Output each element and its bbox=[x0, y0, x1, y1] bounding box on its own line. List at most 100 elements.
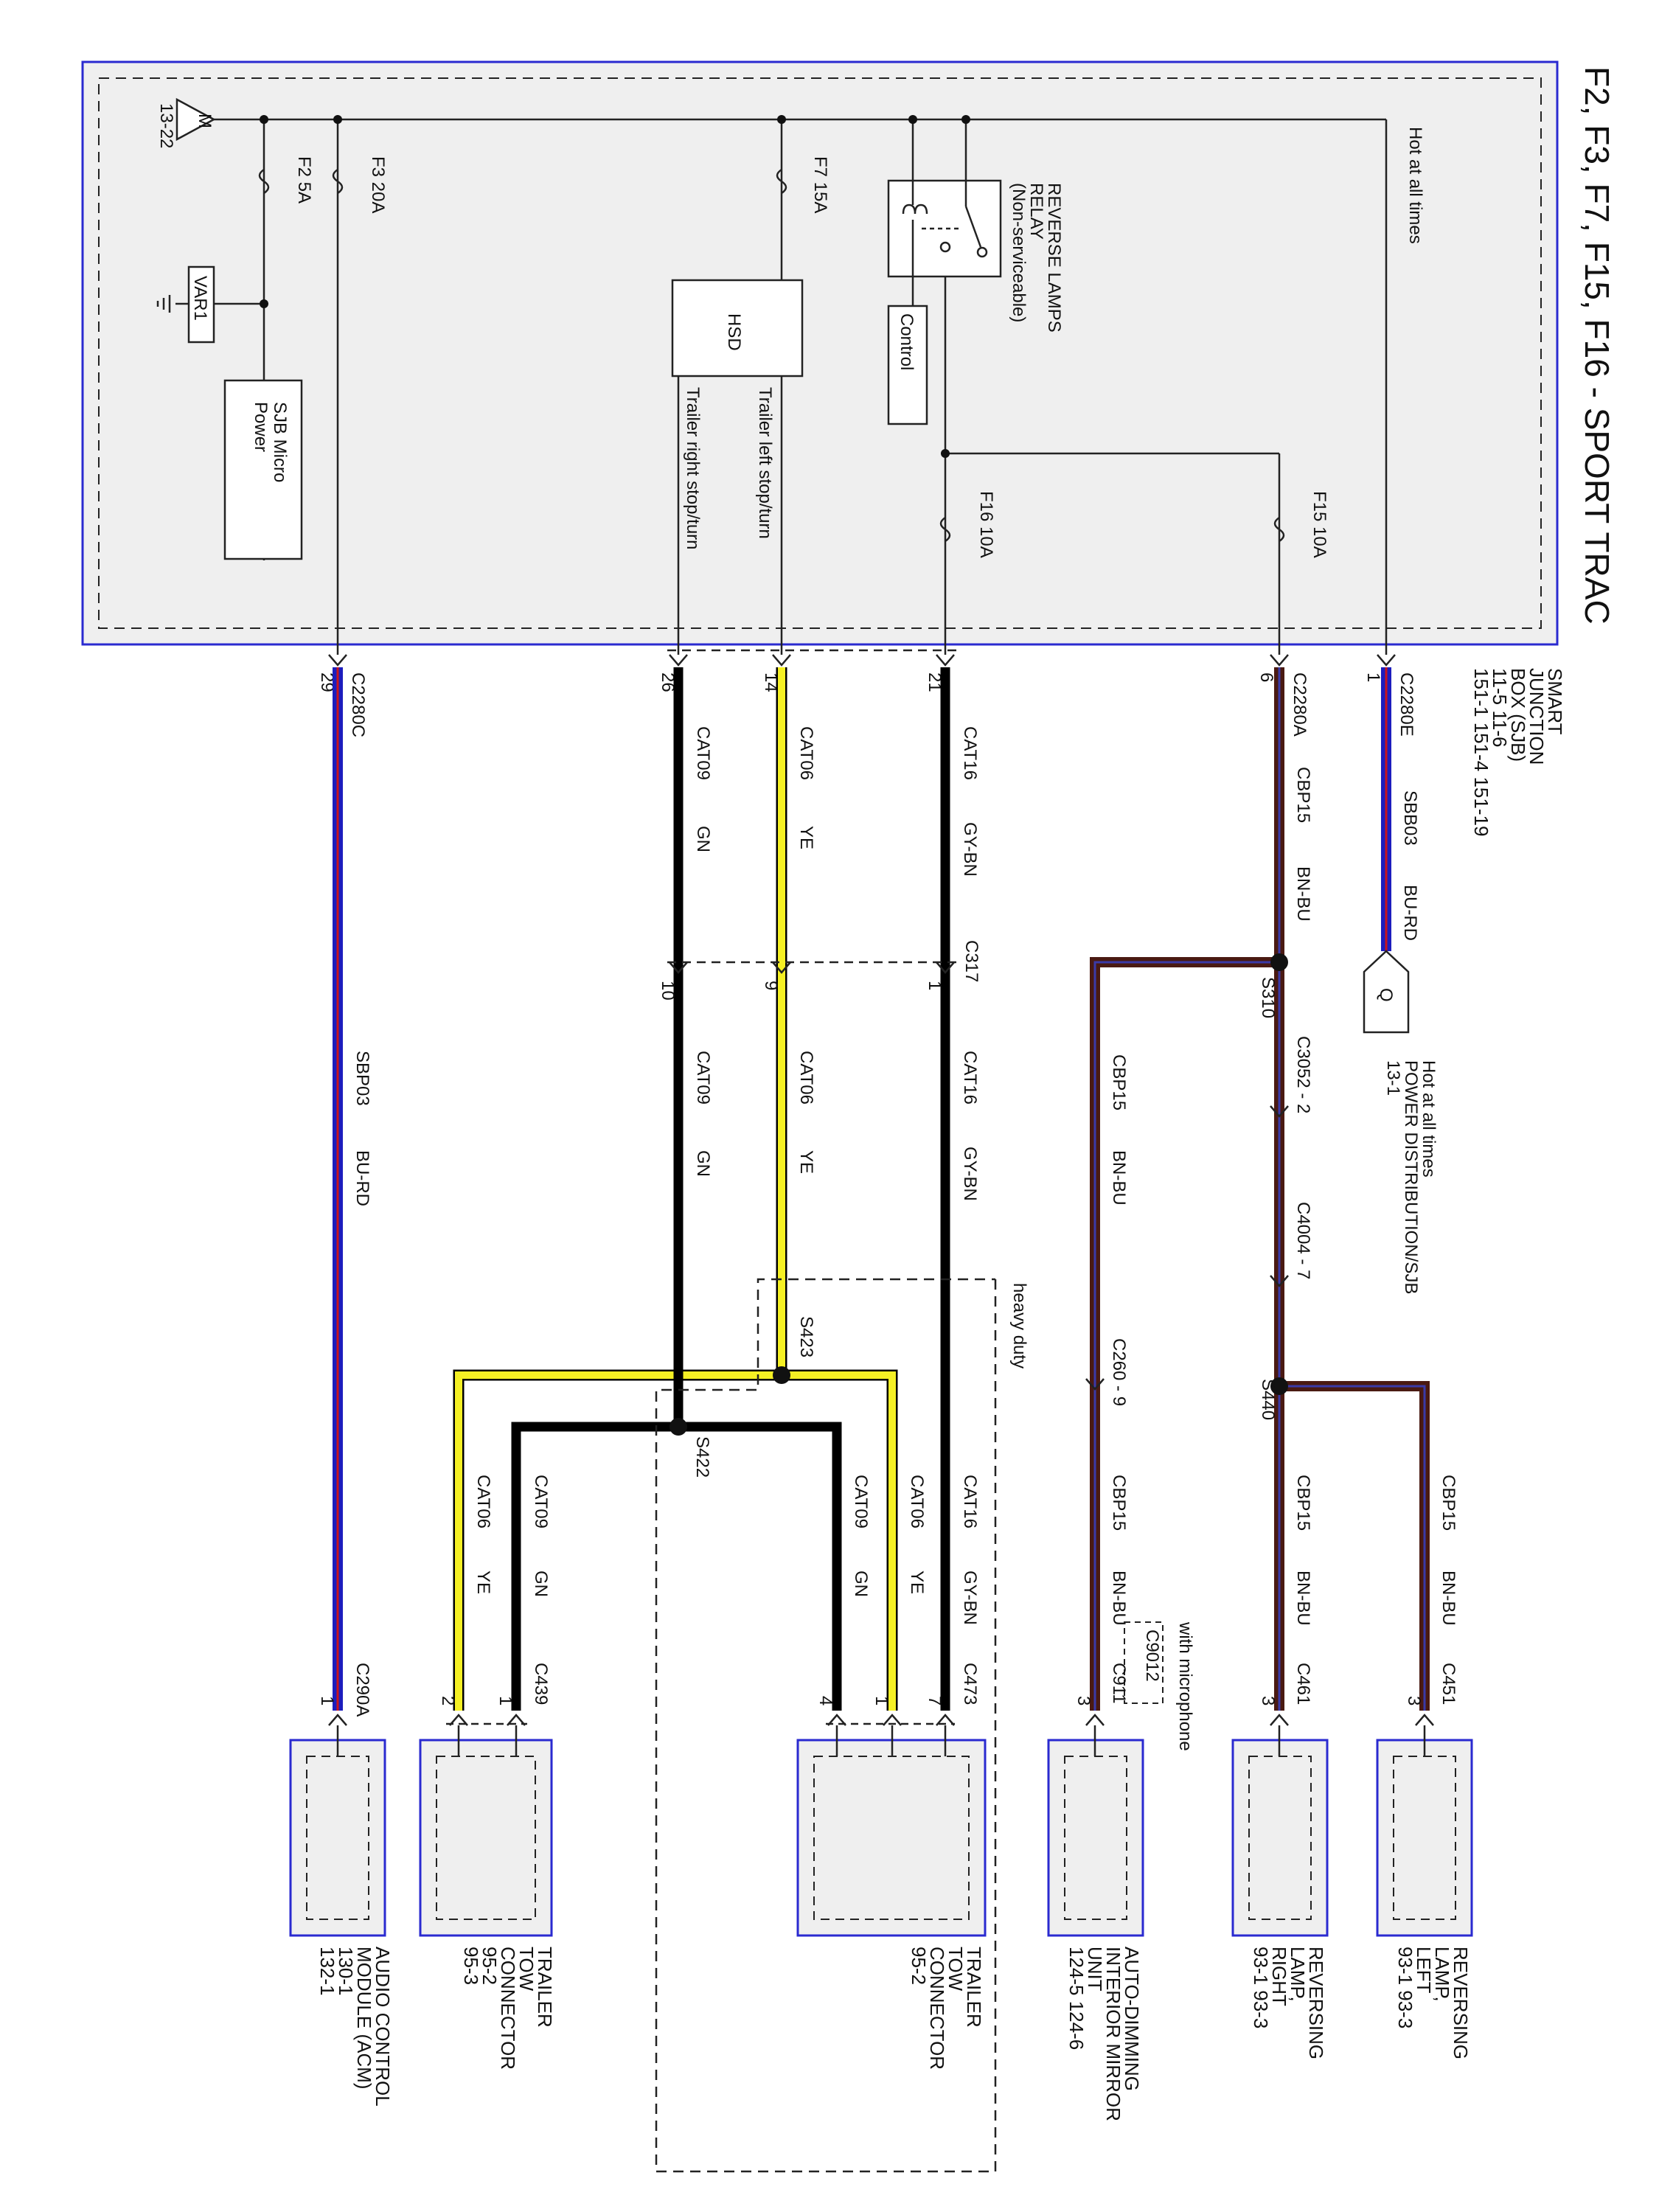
rev-left-label-4: 93-1 93-3 bbox=[1394, 1947, 1416, 2028]
splice-dots bbox=[669, 953, 1288, 1436]
sjb-micro-power-label-2: Power bbox=[251, 402, 271, 452]
wire-cat16-color-1: GY-BN bbox=[960, 822, 980, 877]
fuse-f15-label: F15 10A bbox=[1310, 491, 1329, 558]
acm-label-1: AUDIO CONTROL bbox=[372, 1947, 394, 2107]
relay-label-3: (Non-serviceable) bbox=[1009, 183, 1029, 322]
c473-pin-7: 7 bbox=[925, 1696, 945, 1705]
wire-cat16-code-2: CAT16 bbox=[960, 1051, 980, 1105]
rev-right-label-2: LAMP, bbox=[1287, 1947, 1309, 2002]
svg-text:M: M bbox=[195, 114, 215, 128]
wire-cat16-color-2: GY-BN bbox=[960, 1147, 980, 1201]
heavy-duty-label: heavy duty bbox=[1009, 1283, 1029, 1368]
wire-sbb03-color: BU-RD bbox=[1400, 885, 1420, 941]
splice-s310 bbox=[1270, 953, 1288, 971]
wire-cat06-code-3: CAT06 bbox=[907, 1475, 927, 1528]
c461-pin: 3 bbox=[1258, 1696, 1278, 1705]
sjb-micro-power-label-1: SJB Micro bbox=[270, 402, 290, 482]
wire-cat16-color-3: GY-BN bbox=[960, 1571, 980, 1625]
fuse-f2-icon bbox=[258, 168, 270, 195]
wire-cat09 bbox=[511, 667, 842, 1711]
sjb-refs-1: 11-5 11-6 bbox=[1489, 668, 1511, 747]
reverse-relay-box bbox=[887, 179, 1002, 278]
wire-cbp15-code-5: CBP15 bbox=[1109, 1475, 1129, 1531]
c317-connector bbox=[667, 961, 959, 974]
trailer-left-label: Trailer left stop/turn bbox=[755, 387, 775, 539]
component-acm bbox=[289, 1725, 386, 1937]
fuse-f3-label: F3 20A bbox=[368, 156, 388, 213]
wire-cbp15-code-2: CBP15 bbox=[1109, 1054, 1129, 1110]
wire-cbp15-left bbox=[1279, 1381, 1430, 1711]
tow-hd-label-1: TRAILER bbox=[963, 1947, 985, 2028]
c451-label: C451 bbox=[1439, 1663, 1458, 1705]
pdb-label-3: 13-1 bbox=[1383, 1060, 1403, 1096]
c317-pin-9: 9 bbox=[761, 981, 781, 990]
component-tow-heavy-duty bbox=[796, 1725, 987, 1937]
tow-hd-label-2: TOW bbox=[945, 1947, 967, 1992]
ground-ref: 13-22 bbox=[156, 103, 176, 148]
c461-label: C461 bbox=[1293, 1663, 1313, 1705]
sjb-micro-power-box bbox=[223, 379, 303, 560]
tow-label-5: 95-3 bbox=[460, 1947, 482, 1985]
c9012-bracket bbox=[1124, 1621, 1164, 1704]
heavy-duty-region bbox=[655, 1278, 997, 2173]
c317-pin-10: 10 bbox=[658, 981, 678, 1001]
relay-control-box bbox=[887, 305, 928, 425]
component-rev-left bbox=[1376, 1725, 1473, 1937]
c290a-label: C290A bbox=[352, 1663, 372, 1717]
relay-label-1: REVERSE LAMPS bbox=[1044, 183, 1064, 333]
splice-s440 bbox=[1270, 1377, 1288, 1395]
s310-label: S310 bbox=[1258, 977, 1278, 1018]
wire-cbp15-code-1: CBP15 bbox=[1293, 767, 1313, 823]
wire-cbp15-color-2: BN-BU bbox=[1109, 1150, 1129, 1206]
c290a-pin: 1 bbox=[317, 1696, 337, 1705]
sjb-internal-wiring bbox=[156, 118, 1388, 655]
wire-cat09-code-4: CAT09 bbox=[531, 1475, 551, 1528]
c2280c-label: C2280C bbox=[348, 672, 368, 737]
component-connector-arrows bbox=[328, 1714, 1434, 1726]
wire-cbp15-code-4: CBP15 bbox=[1293, 1475, 1313, 1531]
wire-sbb03-code: SBB03 bbox=[1400, 790, 1420, 846]
mirror-label-2: INTERIOR MIRROR bbox=[1102, 1947, 1124, 2121]
wire-cat16-code-1: CAT16 bbox=[960, 726, 980, 780]
c439-pin-2: 2 bbox=[438, 1696, 458, 1705]
wire-cat09-code-1: CAT09 bbox=[693, 726, 713, 780]
wire-cat06-code-4: CAT06 bbox=[473, 1475, 493, 1528]
tow-label-3: CONNECTOR bbox=[497, 1947, 519, 2070]
sjb-label: SMART JUNCTION BOX (SJB) 11-5 11-6 151-1… bbox=[1470, 668, 1566, 836]
tow-label-1: TRAILER bbox=[534, 1947, 556, 2028]
c911-pin: 3 bbox=[1074, 1696, 1093, 1705]
relay-switch-icon bbox=[939, 181, 988, 258]
c473-pin-1: 1 bbox=[872, 1696, 891, 1705]
wire-cat09-color-1: GN bbox=[693, 826, 713, 852]
svg-text:Q: Q bbox=[1376, 988, 1396, 1002]
rev-right-label-4: 93-1 93-3 bbox=[1250, 1947, 1272, 2028]
sjb-junction-dots bbox=[260, 115, 970, 458]
relay-control-label: Control bbox=[897, 313, 917, 370]
relay-coil-icon bbox=[902, 181, 959, 276]
pdb-q-icon: Q bbox=[1363, 950, 1410, 1034]
sjb-edge-connectors bbox=[328, 649, 1396, 667]
c317-pin-1: 1 bbox=[925, 981, 945, 990]
acm-label-2: MODULE (ACM) bbox=[353, 1947, 375, 2090]
hsd-box bbox=[671, 279, 804, 378]
mirror-label-4: 124-5 124-6 bbox=[1065, 1947, 1088, 2050]
wire-sbp03-code: SBP03 bbox=[352, 1051, 372, 1106]
fuse-f2-label: F2 5A bbox=[294, 156, 314, 204]
s422-label: S422 bbox=[692, 1436, 712, 1478]
wire-cat16-code-3: CAT16 bbox=[960, 1475, 980, 1528]
sjb-name-2: JUNCTION bbox=[1526, 668, 1548, 765]
tow-label-4: 95-2 bbox=[479, 1947, 501, 1985]
var1-box bbox=[187, 265, 215, 344]
sjb-box bbox=[81, 60, 1559, 646]
hot-at-all-times-label: Hot at all times bbox=[1405, 127, 1425, 244]
c473-label: C473 bbox=[960, 1663, 980, 1705]
component-mirror bbox=[1047, 1725, 1144, 1937]
c4004-label: C4004 - 7 bbox=[1293, 1202, 1313, 1279]
hsd-label: HSD bbox=[724, 313, 744, 351]
tow-hd-label-3: CONNECTOR bbox=[926, 1947, 948, 2070]
wire-cat06-code-1: CAT06 bbox=[796, 726, 816, 780]
var1-label: VAR1 bbox=[190, 276, 210, 321]
fuse-f16-icon bbox=[939, 516, 951, 543]
acm-label-3: 130-1 bbox=[335, 1947, 357, 1996]
